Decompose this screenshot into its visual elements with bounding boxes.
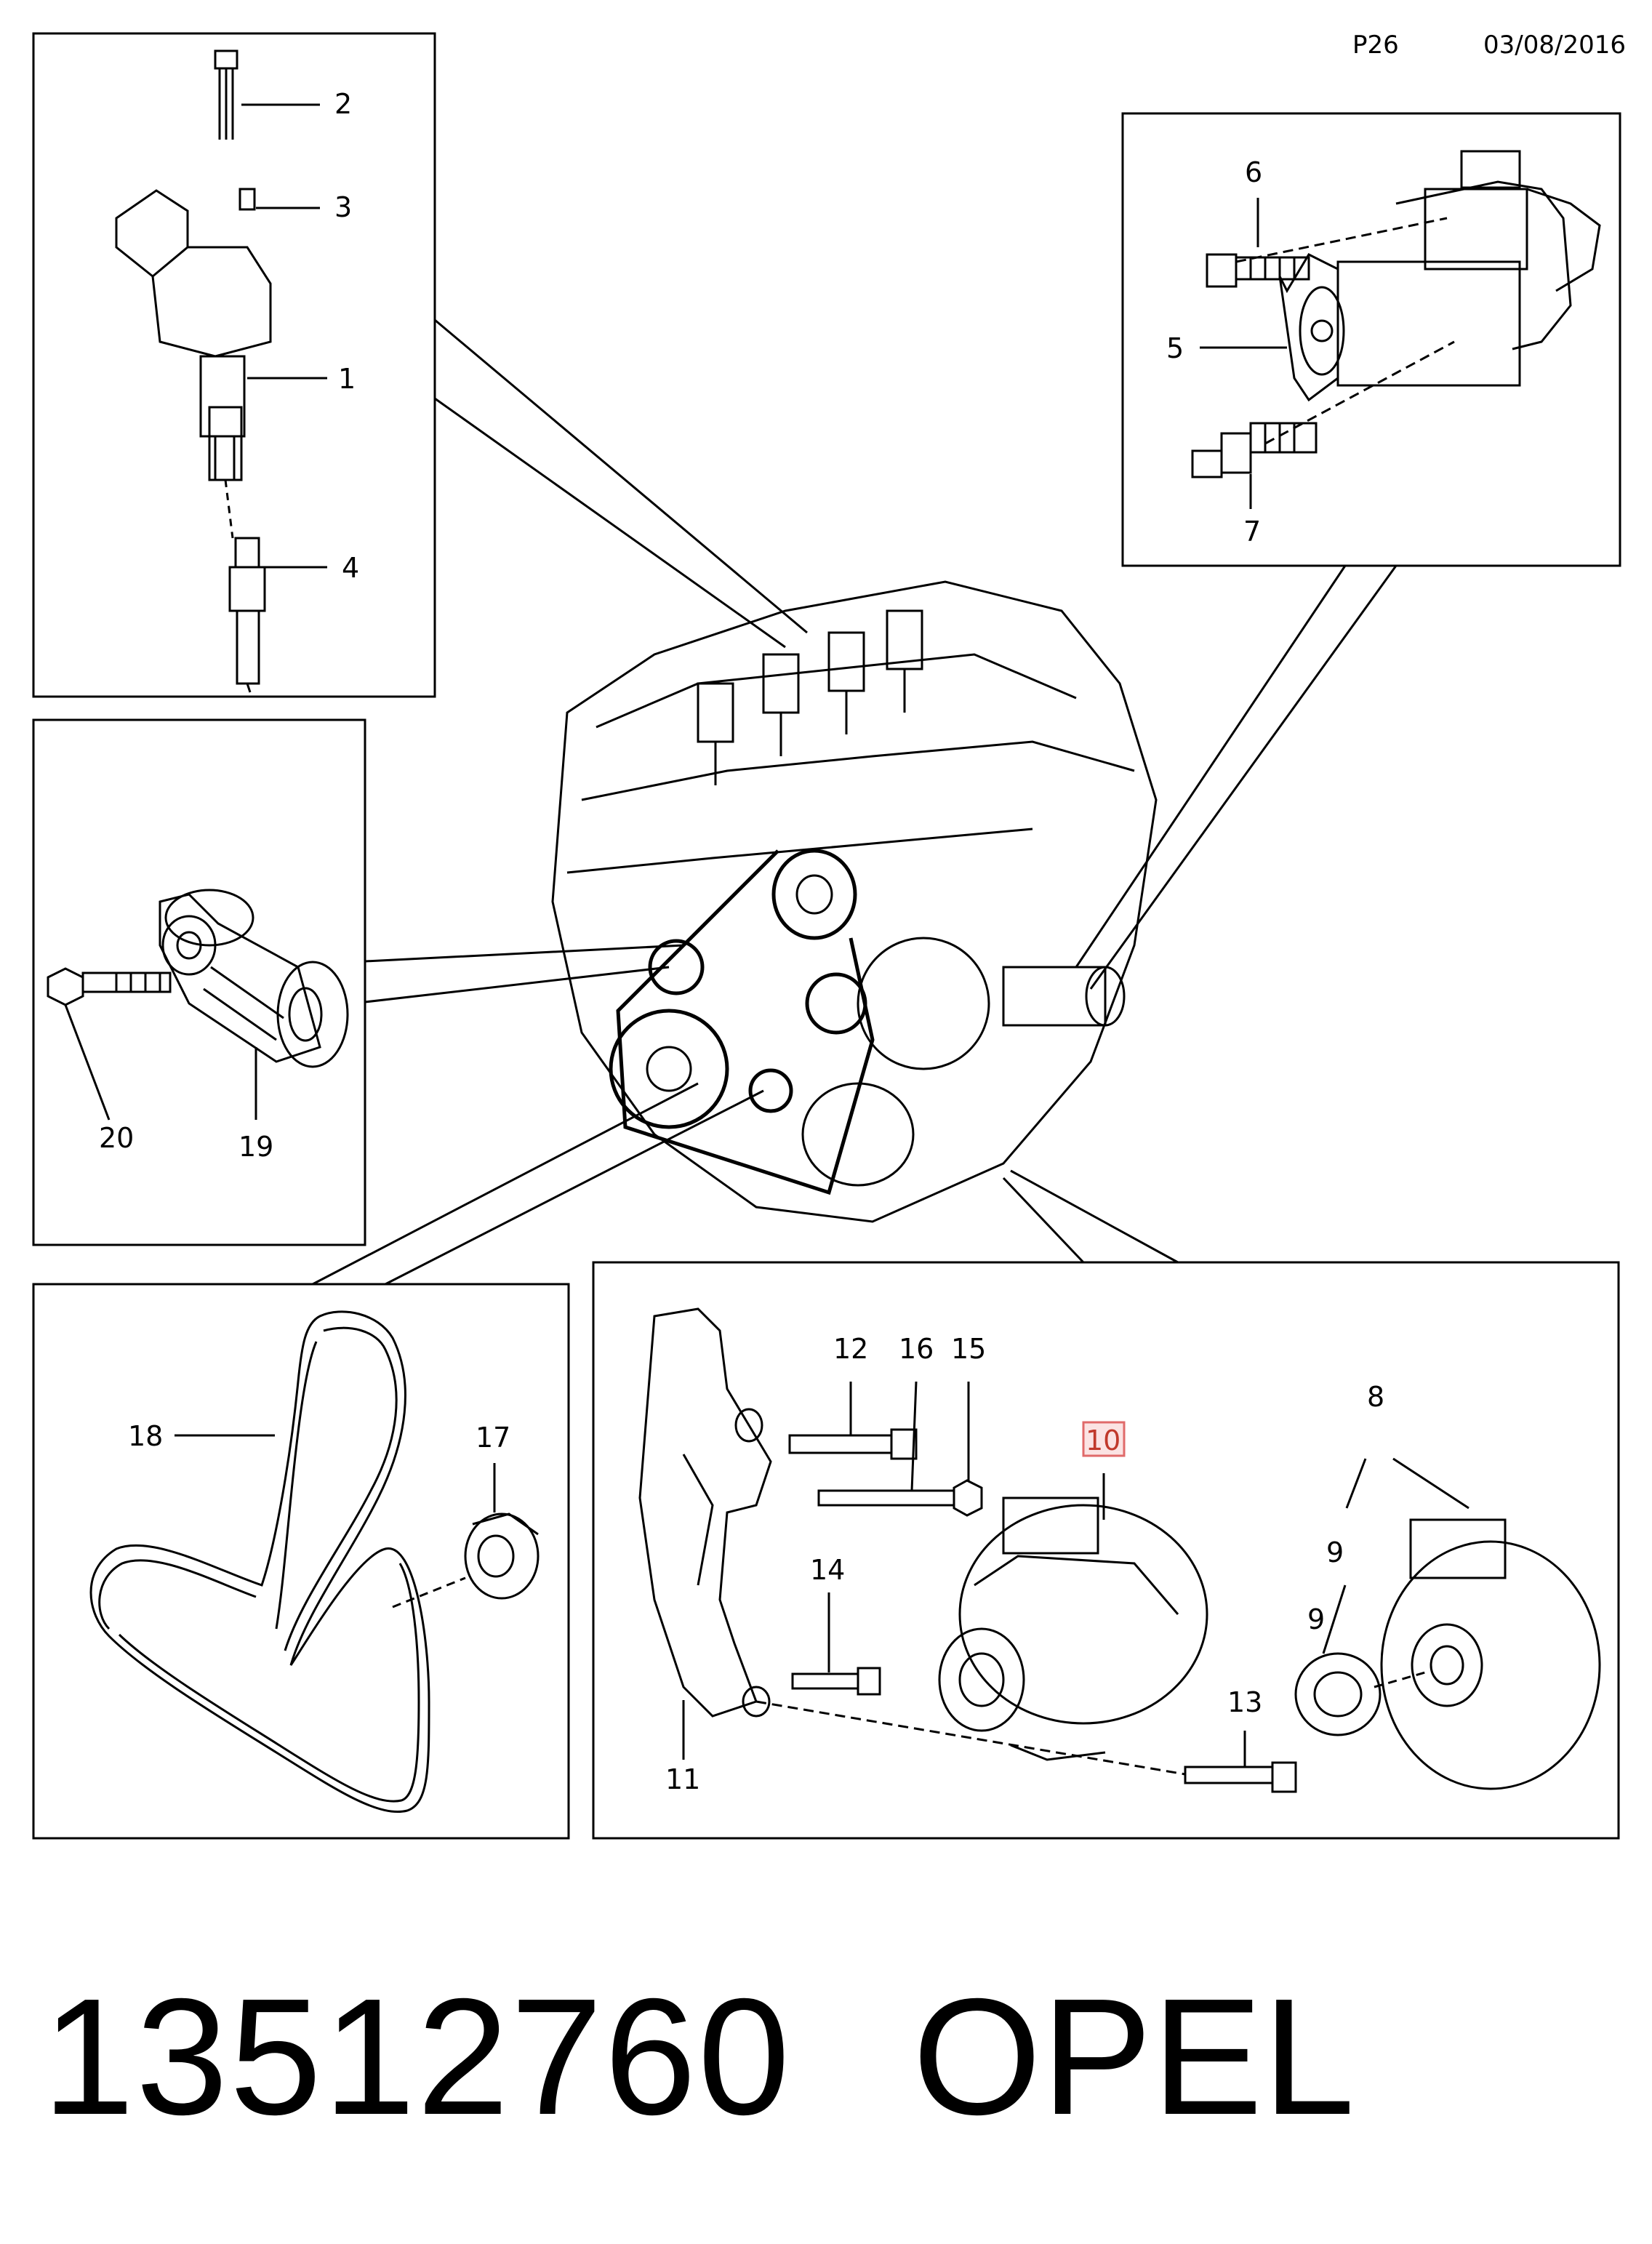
callout-6: 6 (1245, 156, 1262, 188)
tensioner-drawing (48, 890, 348, 1067)
leader-ignition-2 (435, 398, 785, 647)
ignition-coil-drawing (116, 51, 270, 692)
leader-tensioner (365, 945, 683, 961)
inset-alternator (593, 1262, 1619, 1838)
starter-drawing (1192, 151, 1600, 477)
callout-7: 7 (1243, 516, 1261, 548)
diagram-date: 03/08/2016 (1483, 31, 1626, 60)
engine-drawing (553, 582, 1156, 1222)
leaders-inset3 (65, 1005, 256, 1120)
leader-ignition (435, 320, 807, 633)
leaders-inset4 (175, 1435, 494, 1512)
leader-starter-2 (1091, 566, 1396, 989)
brand-name: OPEL (913, 1965, 1355, 2149)
leaders-inset2 (1200, 198, 1287, 509)
callout-20: 20 (99, 1122, 134, 1154)
page-code: P26 (1352, 31, 1399, 60)
belt-drawing (91, 1312, 538, 1812)
inset-tensioner (33, 720, 365, 1245)
callout-12: 12 (833, 1333, 868, 1365)
callout-4: 4 (342, 552, 359, 584)
callout-18: 18 (128, 1420, 163, 1452)
leader-alternator (1003, 1178, 1083, 1262)
callout-9b: 9 (1307, 1603, 1325, 1635)
callout-13: 13 (1227, 1686, 1262, 1718)
leaders-inset5 (683, 1382, 1469, 1767)
callout-2: 2 (334, 88, 352, 120)
callout-1: 1 (338, 363, 356, 395)
callout-3: 3 (334, 191, 352, 223)
leader-belt-2 (385, 1091, 763, 1284)
callout-8: 8 (1367, 1381, 1384, 1413)
callout-5: 5 (1166, 332, 1184, 364)
callout-14: 14 (810, 1554, 845, 1586)
inset-starter (1123, 113, 1620, 566)
leader-alternator-2 (1011, 1171, 1178, 1262)
callout-10: 10 (1086, 1424, 1120, 1456)
alternator-drawing (640, 1309, 1600, 1792)
part-number: 13512760 (42, 1965, 792, 2149)
callout-19: 19 (238, 1131, 273, 1163)
leader-tensioner-2 (365, 967, 669, 1002)
callout-11: 11 (665, 1763, 700, 1795)
highlight-box-10 (1083, 1422, 1124, 1456)
inset-belt (33, 1284, 569, 1838)
callout-17: 17 (476, 1422, 510, 1454)
callouts: 1 2 3 4 5 6 7 8 9 9 10 11 12 13 14 15 16… (99, 88, 1384, 1795)
callout-15: 15 (951, 1333, 986, 1365)
callout-9a: 9 (1326, 1536, 1344, 1568)
leader-starter (1076, 566, 1345, 967)
callout-16: 16 (899, 1333, 934, 1365)
inset-ignition (33, 33, 435, 697)
leaders-inset1 (241, 105, 327, 567)
